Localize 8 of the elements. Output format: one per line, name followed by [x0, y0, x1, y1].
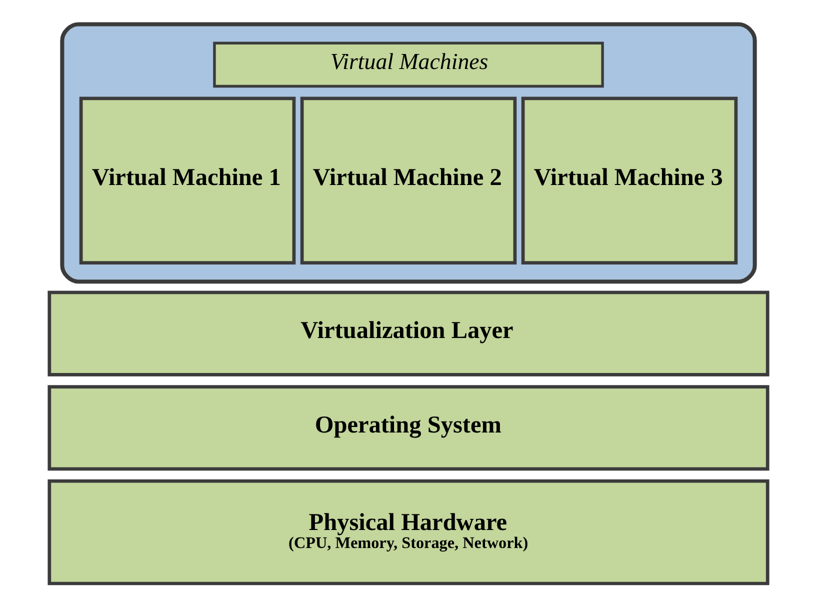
node-box: Virtual Machine 2	[300, 96, 517, 264]
node-box: Virtual Machine 1	[79, 96, 296, 264]
node-box: Virtual Machines	[213, 42, 604, 88]
cluster	[60, 22, 757, 284]
node-box: Virtual Machine 3	[521, 96, 738, 264]
node-box: Physical Hardware (CPU, Memory, Storage, Network)	[48, 479, 770, 586]
node-box: Operating System	[48, 385, 770, 471]
node-box: Virtualization Layer	[48, 290, 770, 376]
